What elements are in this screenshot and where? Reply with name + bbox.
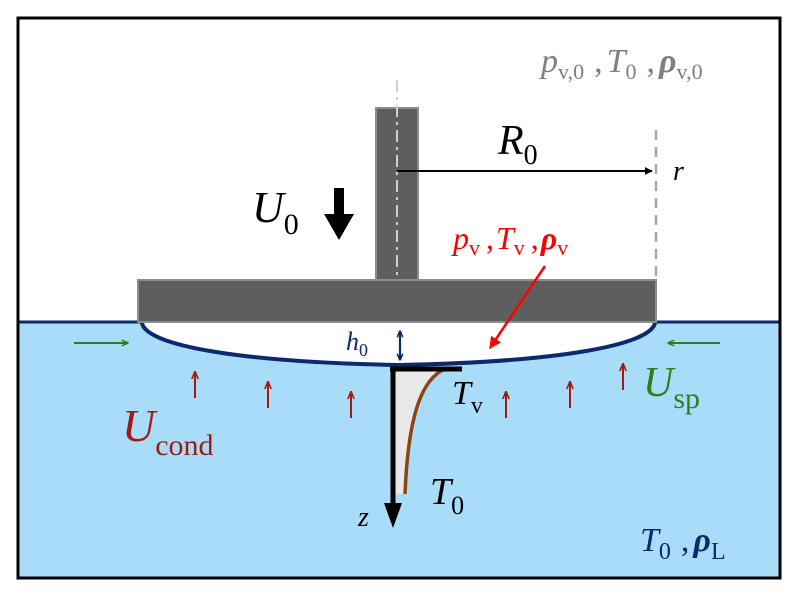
velocity-arrow-head xyxy=(324,214,354,240)
vapor-conditions-label: pv,Tv,ρv xyxy=(451,220,568,260)
condensation-velocity-label: Ucond xyxy=(122,400,214,462)
plate xyxy=(137,279,657,323)
vapor-pointer-arrow xyxy=(488,265,547,349)
bulk-temperature-label: T0 xyxy=(430,471,464,520)
figure-frame xyxy=(16,16,782,580)
ambient-conditions-label: pv,0,T0,ρv,0 xyxy=(539,43,703,84)
z-axis-head xyxy=(384,503,402,528)
z-axis-label: z xyxy=(357,502,369,533)
liquid-conditions-label: T0,ρL xyxy=(640,522,726,565)
velocity-label: U0 xyxy=(252,183,299,241)
temperature-profile-curve xyxy=(403,366,448,495)
vapor-temperature-label: Tv xyxy=(452,375,483,419)
spreading-velocity-label: Usp xyxy=(643,360,700,415)
gap-thickness-label: h0 xyxy=(346,327,368,360)
r-axis-label: r xyxy=(673,156,684,187)
radius-label: R0 xyxy=(497,118,538,171)
vapor-film-boundary xyxy=(140,322,657,368)
